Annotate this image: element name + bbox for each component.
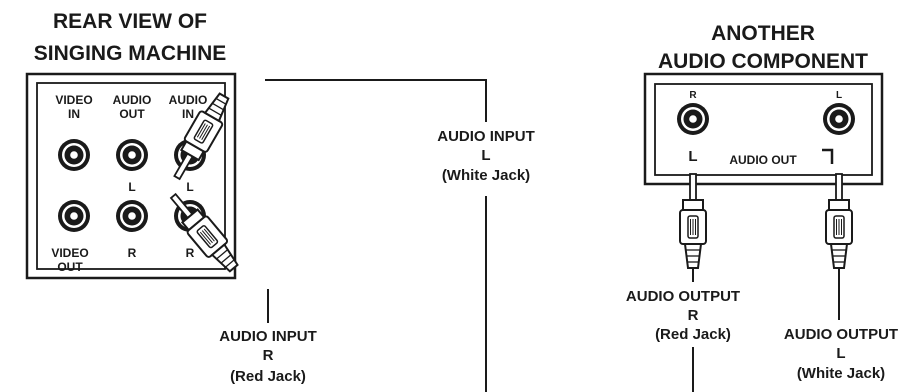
right-device-title-line1: ANOTHER — [711, 22, 815, 45]
audio-input-r-label-line1: AUDIO INPUT — [219, 328, 317, 345]
video-out-label-line1: VIDEO — [51, 246, 88, 260]
audio-out-left-label: L — [128, 180, 135, 194]
audio-output-r-label-line2: R — [688, 307, 699, 324]
audio-in-label-line2: IN — [182, 107, 194, 121]
right-device-title-line2: AUDIO COMPONENT — [658, 50, 868, 73]
audio-in-left-label: L — [186, 180, 193, 194]
video-out-jack — [58, 200, 90, 232]
audio-input-l-label-line1: AUDIO INPUT — [437, 128, 535, 145]
audio-input-r-label-line2: R — [263, 347, 274, 364]
audio-input-l-label-line2: L — [481, 147, 490, 164]
audio-output-l-label-line2: L — [836, 345, 845, 362]
cable-audio-input-l — [265, 79, 487, 122]
plug-audio-output-r — [679, 173, 707, 269]
bracket-right — [822, 148, 834, 164]
audio-out-component-label: AUDIO OUT — [729, 153, 797, 167]
audio-output-r-label-line3: (Red Jack) — [655, 326, 731, 343]
plug-audio-output-l — [825, 173, 853, 269]
audio-in-label-line1: AUDIO — [169, 93, 208, 107]
left-device-title-line1: REAR VIEW OF — [53, 10, 207, 33]
audio-out-right-jack — [116, 200, 148, 232]
jack-r-label: R — [689, 90, 697, 101]
bracket-left-letter: L — [688, 148, 697, 165]
audio-out-right-jack-component — [677, 103, 709, 135]
audio-out-label-line1: AUDIO — [113, 93, 152, 107]
audio-input-l-label-line3: (White Jack) — [442, 167, 530, 184]
audio-output-r-label-line1: AUDIO OUTPUT — [626, 288, 740, 305]
left-device-title-line2: SINGING MACHINE — [34, 42, 227, 65]
jack-l-label: L — [836, 90, 842, 101]
audio-output-l-label-line1: AUDIO OUTPUT — [784, 326, 898, 343]
audio-out-left-jack — [116, 139, 148, 171]
video-out-label-line2: OUT — [57, 260, 83, 274]
audio-out-label-line2: OUT — [119, 107, 145, 121]
audio-input-r-label-line3: (Red Jack) — [230, 368, 306, 385]
audio-out-left-jack-component — [823, 103, 855, 135]
audio-in-right-label: R — [186, 246, 195, 260]
video-in-label-line1: VIDEO — [55, 93, 92, 107]
video-in-label-line2: IN — [68, 107, 80, 121]
video-in-jack — [58, 139, 90, 171]
audio-out-right-label: R — [128, 246, 137, 260]
audio-output-l-label-line3: (White Jack) — [797, 365, 885, 382]
